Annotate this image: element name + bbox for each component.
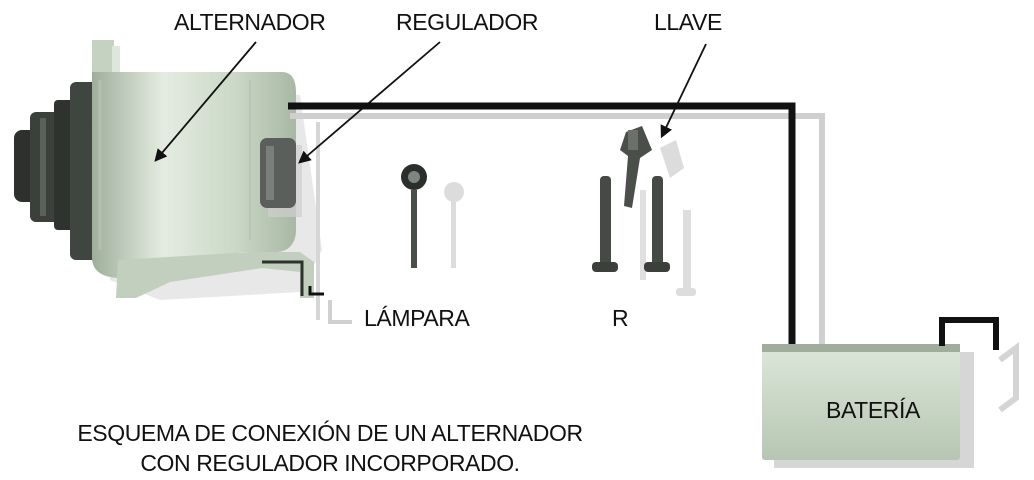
alternator — [14, 40, 322, 300]
lamp-symbol — [401, 164, 464, 268]
key-pointer-arrow — [660, 43, 707, 139]
alternator-label: ALTERNADOR — [174, 9, 326, 35]
battery — [762, 317, 1019, 468]
caption-line-2: CON REGULADOR INCORPORADO. — [140, 450, 519, 476]
alternator-pointer-arrow — [154, 41, 257, 162]
wiring — [288, 102, 825, 350]
caption-line-1: ESQUEMA DE CONEXIÓN DE UN ALTERNADOR — [77, 420, 582, 446]
pointer-arrows — [154, 41, 707, 164]
resistor-label: R — [612, 305, 628, 331]
lamp-label: LÁMPARA — [364, 305, 470, 331]
regulator — [260, 138, 302, 217]
battery-label: BATERÍA — [826, 397, 921, 423]
key-label: LLAVE — [654, 9, 722, 35]
regulator-label: REGULADOR — [396, 9, 538, 35]
pulley — [14, 100, 78, 230]
regulator-pointer-arrow — [298, 41, 441, 164]
key-switch — [592, 126, 696, 296]
main-wire — [288, 102, 796, 348]
